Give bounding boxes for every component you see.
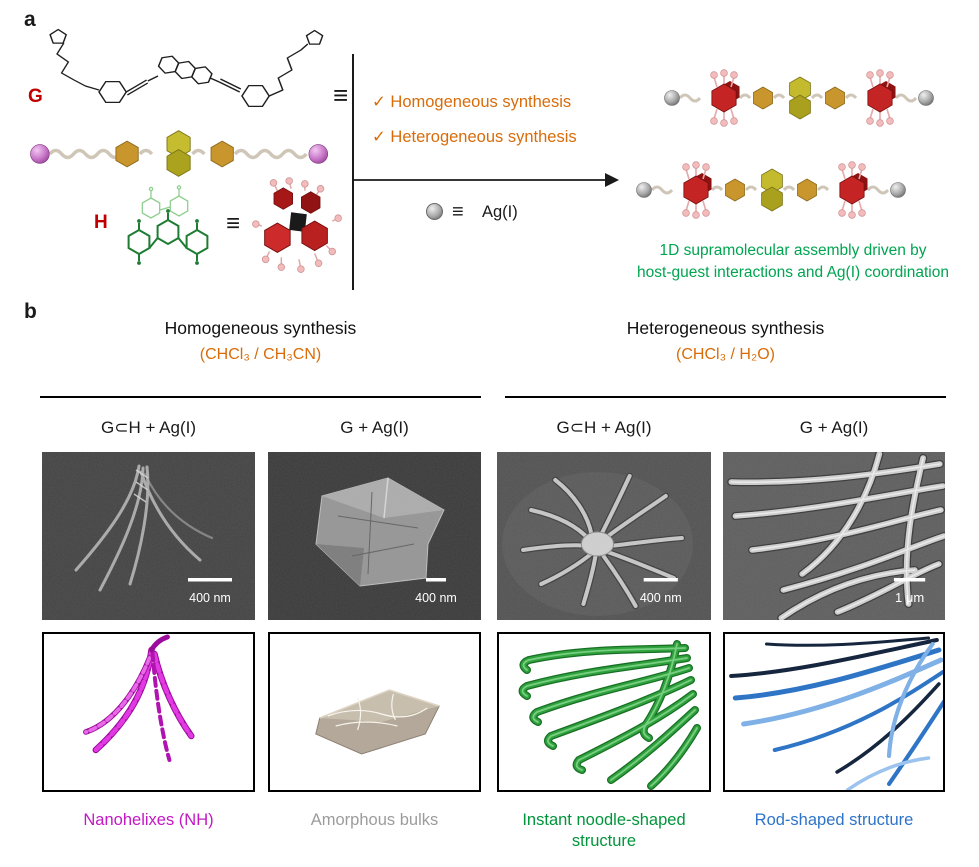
sample-label-2: G + Ag(I) bbox=[340, 418, 409, 437]
sample-label-1: G⊂H + Ag(I) bbox=[100, 418, 197, 437]
sample-label-3: G⊂H + Ag(I) bbox=[556, 418, 652, 437]
method-solvent: (CHCl₃ / H₂O) bbox=[676, 346, 775, 363]
checklist-text: Heterogeneous synthesis bbox=[390, 128, 577, 146]
noodle-drawing bbox=[499, 634, 709, 790]
check-icon: ✓ bbox=[372, 93, 386, 111]
imidazole-sphere-icon bbox=[308, 144, 329, 164]
scale-bar bbox=[893, 578, 926, 582]
method-rule bbox=[505, 396, 946, 398]
checklist-item-heterogeneous: ✓ Heterogeneous synthesis bbox=[372, 127, 577, 147]
method-rule bbox=[40, 396, 481, 398]
assembly-caption: 1D supramolecular assembly driven by hos… bbox=[618, 240, 968, 285]
method-header-heterogeneous: Heterogeneous synthesis (CHCl₃ / H₂O) bbox=[505, 318, 946, 364]
panel-b-label: b bbox=[24, 300, 37, 323]
scale-bar-label: 1 μm bbox=[895, 590, 924, 605]
equivalence-symbol-host: ≡ bbox=[226, 210, 241, 237]
equivalence-symbol-guest: ≡ bbox=[333, 80, 349, 110]
guest-cartoon bbox=[30, 130, 329, 178]
structure-illustration-noodle bbox=[497, 632, 711, 792]
structure-illustration-bulk bbox=[268, 632, 481, 792]
guest-skeletal-structure bbox=[49, 28, 324, 108]
guest-label: G bbox=[28, 86, 43, 107]
sem-image-bulk: 400 nm bbox=[268, 452, 481, 620]
scale-bar bbox=[426, 578, 446, 582]
host-skeletal-structure bbox=[127, 185, 209, 265]
rods-drawing bbox=[729, 636, 943, 790]
structure-illustration-nanohelix bbox=[42, 632, 255, 792]
scale-bar bbox=[188, 578, 232, 582]
sample-label-4: G + Ag(I) bbox=[799, 418, 869, 437]
method-solvent: (CHCl₃ / CH₃CN) bbox=[199, 346, 322, 363]
scale-bar-label: 400 nm bbox=[640, 591, 682, 605]
scale-bar-label: 400 nm bbox=[415, 591, 457, 605]
check-icon: ✓ bbox=[372, 128, 386, 146]
assembly-caption-line1: 1D supramolecular assembly driven by bbox=[659, 242, 927, 259]
silver-sphere-icon bbox=[426, 203, 443, 220]
sem-image-rods: 1 μm bbox=[723, 452, 945, 620]
scheme-divider bbox=[352, 54, 354, 290]
structure-caption-rods: Rod-shaped structure bbox=[754, 811, 914, 829]
nanohelix-drawing bbox=[83, 634, 195, 762]
method-header-homogeneous: Homogeneous synthesis (CHCl₃ / CH₃CN) bbox=[40, 318, 481, 364]
sem-image-nanohelix: 400 nm bbox=[42, 452, 255, 620]
host-label: H bbox=[94, 212, 108, 233]
checklist-item-homogeneous: ✓ Homogeneous synthesis bbox=[372, 92, 571, 112]
bulk-drawing bbox=[315, 689, 440, 755]
structure-caption-noodle: Instant noodle-shaped structure bbox=[522, 811, 686, 851]
structure-illustration-rods bbox=[723, 632, 945, 792]
assembly-illustration bbox=[612, 50, 968, 238]
method-title: Heterogeneous synthesis bbox=[626, 318, 825, 338]
structure-caption-nanohelix: Nanohelixes (NH) bbox=[83, 811, 214, 829]
reaction-arrow bbox=[353, 173, 619, 187]
panel-a-label: a bbox=[24, 8, 36, 31]
method-title: Homogeneous synthesis bbox=[164, 318, 357, 338]
structure-caption-bulk: Amorphous bulks bbox=[310, 811, 439, 829]
checklist-text: Homogeneous synthesis bbox=[390, 93, 572, 111]
silver-equiv-symbol: ≡ bbox=[452, 201, 464, 223]
sem-image-noodle: 400 nm bbox=[497, 452, 711, 620]
assembly-caption-line2: host-guest interactions and Ag(I) coordi… bbox=[637, 264, 949, 282]
scale-bar-label: 400 nm bbox=[189, 591, 231, 605]
silver-label: Ag(I) bbox=[482, 203, 518, 221]
scale-bar bbox=[643, 578, 678, 582]
host-cartoon bbox=[252, 177, 342, 273]
imidazole-sphere-icon bbox=[30, 144, 50, 164]
